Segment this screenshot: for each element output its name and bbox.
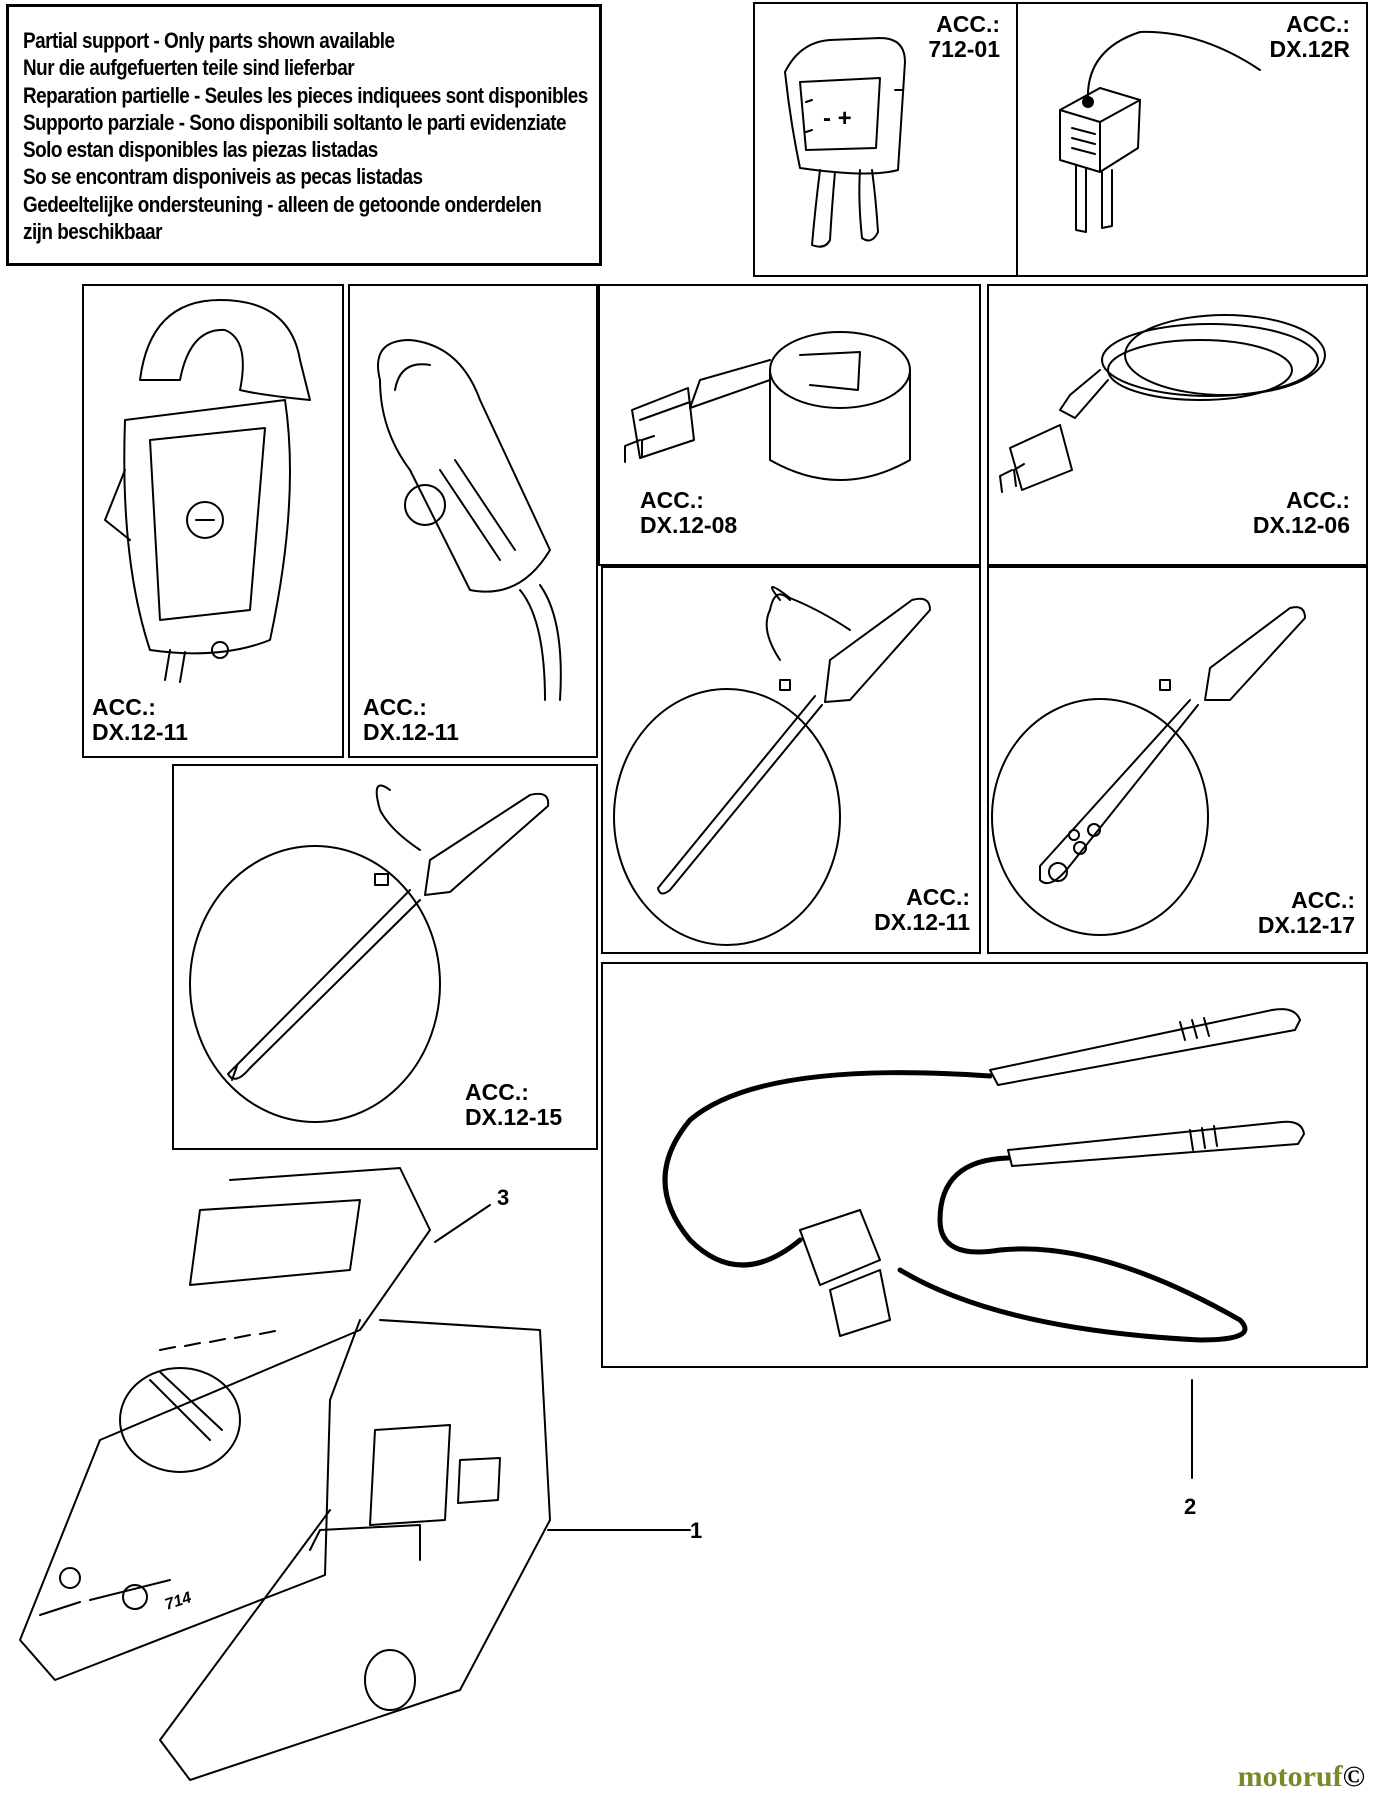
acc-prefix: ACC.: — [936, 11, 1000, 37]
acc-label-dx12r: ACC.: DX.12R — [1240, 12, 1350, 62]
acc-label-probe-15: ACC.: DX.12-15 — [465, 1080, 562, 1130]
panel-probe-11 — [601, 566, 981, 954]
notice-line: Supporto parziale - Sono disponibili sol… — [23, 109, 567, 135]
notice-line: Partial support - Only parts shown avail… — [23, 28, 395, 53]
acc-label-712-01: ACC.: 712-01 — [890, 12, 1000, 62]
acc-label-clamp-2: ACC.: DX.12-11 — [363, 695, 459, 745]
acc-code: DX.12-17 — [1257, 912, 1355, 938]
notice-line: Reparation partielle - Seules les pieces… — [23, 82, 588, 108]
callout-3: 3 — [497, 1185, 510, 1210]
acc-code: DX.12-08 — [640, 512, 738, 538]
probe-dx12-11-drawing — [613, 586, 931, 946]
acc-label-probe-11: ACC.: DX.12-11 — [840, 885, 970, 935]
acc-code: DX.12R — [1269, 36, 1350, 62]
probe-dx12-17-drawing — [991, 606, 1306, 936]
acc-code: DX.12-11 — [92, 719, 188, 745]
acc-label-dx12-06: ACC.: DX.12-06 — [1220, 488, 1350, 538]
acc-prefix: ACC.: — [465, 1079, 529, 1105]
callout-2: 2 — [1184, 1494, 1197, 1519]
acc-code: DX.12-15 — [465, 1104, 563, 1130]
connector-dx12r-drawing — [1059, 30, 1261, 233]
acc-prefix: ACC.: — [640, 487, 704, 513]
acc-code: DX.12-06 — [1252, 512, 1350, 538]
watermark: motoruf© — [1238, 1760, 1365, 1794]
acc-label-clamp-1: ACC.: DX.12-11 — [92, 695, 188, 745]
panel-probe-15 — [172, 764, 598, 1150]
notice-line: Nur die aufgefuerten teile sind lieferba… — [23, 55, 355, 81]
acc-prefix: ACC.: — [1286, 487, 1350, 513]
probe-dx12-15-drawing — [189, 784, 550, 1123]
notice-line: Solo estan disponibles las piezas listad… — [23, 137, 378, 163]
acc-prefix: ACC.: — [906, 884, 970, 910]
multimeter-and-case-drawing — [19, 1167, 551, 1781]
panel-dx12-08 — [598, 284, 981, 566]
panel-probe-17 — [987, 566, 1368, 954]
acc-prefix: ACC.: — [1291, 887, 1355, 913]
notice-line: So se encontram disponiveis as pecas lis… — [23, 164, 423, 190]
svg-text:- +: - + — [823, 105, 852, 132]
acc-prefix: ACC.: — [1286, 11, 1350, 37]
callout-1: 1 — [690, 1518, 703, 1543]
callout-leaders — [434, 1204, 1193, 1531]
partial-support-notice: Partial support - Only parts shown avail… — [6, 4, 602, 266]
acc-label-probe-17: ACC.: DX.12-17 — [1225, 888, 1355, 938]
panel-test-leads — [601, 962, 1368, 1368]
clamp-meter-2-drawing — [377, 339, 562, 701]
acc-code: DX.12-11 — [874, 909, 970, 935]
acc-code: DX.12-11 — [363, 719, 459, 745]
acc-code: 712-01 — [928, 36, 1000, 62]
ribbon-probe-dx12-08-drawing — [624, 331, 911, 481]
acc-prefix: ACC.: — [363, 694, 427, 720]
adapter-712-01-drawing: - + — [784, 37, 906, 248]
copyright-icon: © — [1342, 1760, 1365, 1793]
clamp-meter-1-drawing — [104, 299, 311, 683]
notice-line: Gedeeltelijke ondersteuning - alleen de … — [23, 191, 542, 217]
wire-probe-dx12-06-drawing — [999, 314, 1326, 493]
acc-prefix: ACC.: — [92, 694, 156, 720]
watermark-text: motoruf — [1237, 1760, 1343, 1793]
test-leads-drawing — [662, 1008, 1305, 1343]
notice-line: zijn beschikbaar — [23, 219, 162, 245]
acc-label-dx12-08: ACC.: DX.12-08 — [640, 488, 737, 538]
